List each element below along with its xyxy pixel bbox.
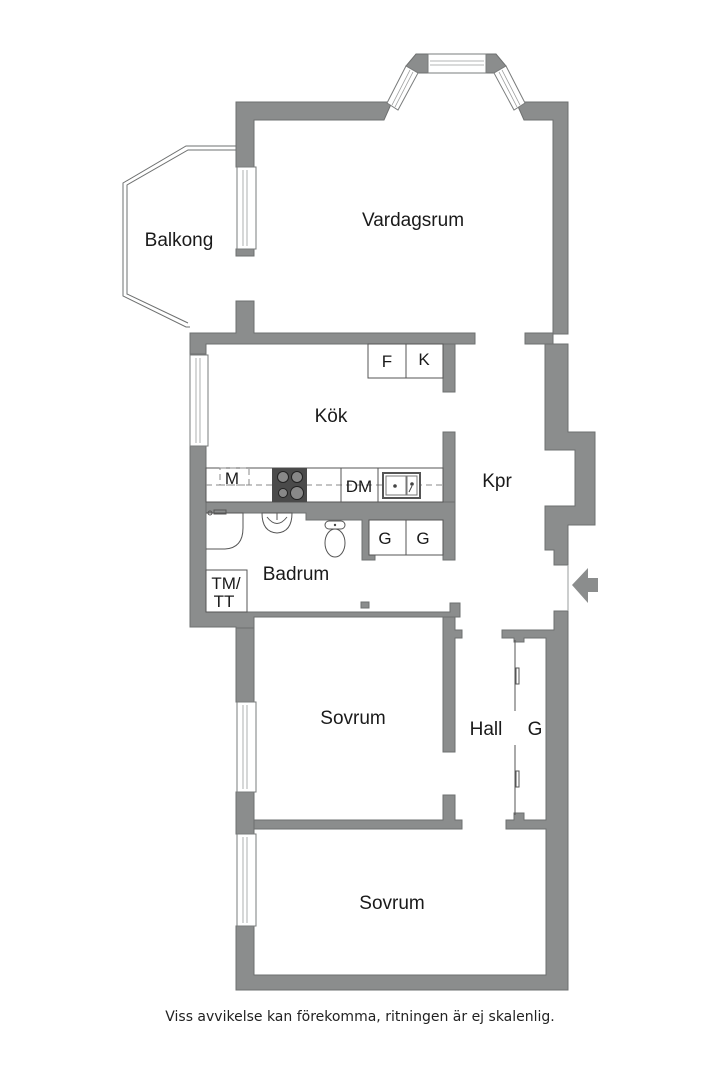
balcony-outline [122,145,236,328]
room-label-balcony: Balkong [145,230,214,251]
wardrobe-label-2: G [416,529,429,548]
wardrobe-box-2 [405,519,444,556]
toilet-icon [324,520,346,558]
wardrobe-label-1: G [378,529,391,548]
room-label-bedroom-1: Sovrum [320,708,385,729]
washer-dryer-label-2: TT [214,592,235,611]
wardrobe-box-1 [368,519,407,556]
room-label-closet-corridor: Kpr [482,471,512,492]
room-label-bathroom: Badrum [263,564,330,585]
washer-dryer-box [205,569,248,613]
kitchen-fixtures: F K M DM [205,343,444,503]
window-bay-right [493,65,526,111]
window-bedroom-1 [236,701,257,793]
shower-icon [206,509,244,550]
windows [189,53,526,927]
window-bedroom-2 [236,833,257,927]
window-kitchen [189,354,209,447]
hall-wardrobe-label: G [528,719,543,740]
entrance-arrow-icon [572,568,598,603]
hall-wardrobe-doors [514,640,520,815]
microwave-label: M [225,469,239,488]
washer-dryer-label-1: TM/ [211,574,241,593]
bathroom-fixtures: G G TM/ TT [205,509,444,613]
freezer-box [367,343,407,379]
room-label-hall: Hall [470,719,503,740]
window-bay-left [386,65,419,111]
stove-icon [272,468,307,502]
freezer-label: F [382,352,392,371]
window-bay-top [427,53,487,74]
room-label-living-room: Vardagsrum [362,210,464,231]
fridge-box [405,343,444,379]
disclaimer-text: Viss avvikelse kan förekomma, ritningen … [165,1009,555,1025]
walls [189,53,596,991]
washbasin-icon [261,512,293,534]
kitchen-sink-icon [382,472,421,499]
window-living-balcony [236,166,257,250]
room-label-bedroom-2: Sovrum [359,893,424,914]
room-label-kitchen: Kök [315,406,348,427]
fridge-label: K [418,350,430,369]
dishwasher-label: DM [346,477,372,496]
